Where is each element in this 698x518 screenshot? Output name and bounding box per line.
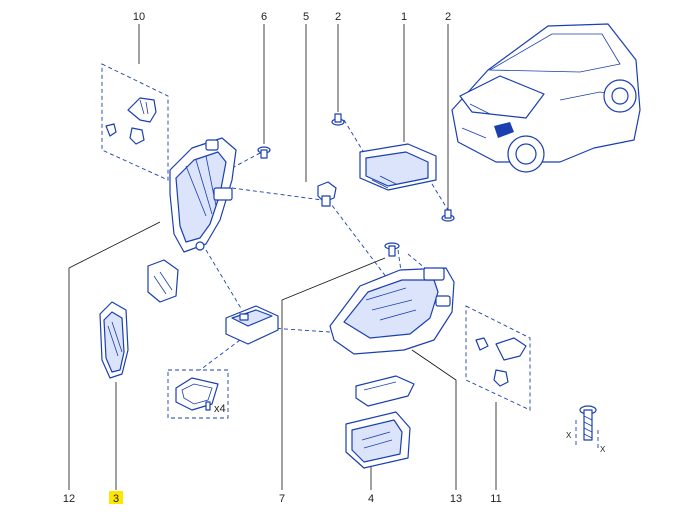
part-1-cover[interactable] bbox=[359, 143, 437, 191]
leader-12 bbox=[68, 221, 161, 490]
callout-3[interactable]: 3 bbox=[113, 493, 119, 505]
part-12-left-headlamp[interactable] bbox=[169, 137, 237, 253]
kit-11-frame bbox=[465, 305, 531, 411]
part-5-bulb-socket[interactable] bbox=[317, 181, 337, 207]
dash-a bbox=[231, 187, 323, 201]
part-7-screw[interactable] bbox=[384, 242, 400, 257]
axis-label-x2: X bbox=[600, 445, 606, 454]
assembly-dashed-lines bbox=[101, 63, 531, 411]
dash-e bbox=[269, 327, 331, 333]
callout-6[interactable]: 6 bbox=[261, 11, 267, 23]
part-11-bracket-kit[interactable] bbox=[475, 337, 527, 387]
part-2-clip-b[interactable] bbox=[441, 209, 455, 222]
gasket-kit-frame bbox=[167, 369, 229, 419]
callout-2-right[interactable]: 2 bbox=[445, 11, 451, 23]
part-2-clip-a[interactable] bbox=[331, 113, 345, 126]
callout-3-highlight bbox=[109, 491, 123, 504]
callout-12[interactable]: 12 bbox=[63, 493, 75, 505]
callout-numbers: 10 6 5 2 1 2 11 12 3 7 4 13 bbox=[63, 11, 502, 505]
callout-10[interactable]: 10 bbox=[133, 11, 145, 23]
callout-7[interactable]: 7 bbox=[279, 493, 285, 505]
axis-label-x1: X bbox=[566, 431, 572, 440]
callout-5[interactable]: 5 bbox=[303, 11, 309, 23]
part-3-lamp-module[interactable] bbox=[99, 301, 129, 379]
callout-13[interactable]: 13 bbox=[450, 493, 462, 505]
connector-module[interactable] bbox=[147, 259, 179, 303]
dash-k bbox=[407, 253, 433, 275]
callout-4[interactable]: 4 bbox=[368, 493, 374, 505]
screw-qty-label: x4 bbox=[214, 403, 226, 415]
callout-11[interactable]: 11 bbox=[490, 493, 501, 505]
vehicle-location-illustration bbox=[451, 23, 641, 173]
dash-b bbox=[231, 151, 263, 169]
gasket-kit[interactable] bbox=[167, 369, 229, 419]
leader-13 bbox=[411, 349, 457, 490]
callout-2[interactable]: 2 bbox=[335, 11, 341, 23]
part-6-screw[interactable] bbox=[257, 146, 271, 159]
part-10-bracket-kit[interactable] bbox=[105, 97, 157, 145]
control-module[interactable] bbox=[225, 305, 279, 345]
part-4-fog-lamp[interactable] bbox=[345, 411, 411, 469]
dash-c bbox=[327, 199, 391, 283]
kit-10-frame bbox=[101, 63, 169, 181]
dash-f bbox=[199, 339, 241, 371]
callout-leader-lines bbox=[68, 24, 497, 490]
dash-h bbox=[431, 183, 449, 211]
part-13-right-headlamp[interactable] bbox=[329, 267, 455, 355]
leader-7 bbox=[281, 257, 386, 490]
fastener-detail bbox=[575, 405, 599, 450]
callout-1[interactable]: 1 bbox=[401, 11, 407, 23]
fog-lamp-bracket[interactable] bbox=[355, 375, 415, 407]
dash-g bbox=[343, 119, 367, 157]
dash-d bbox=[205, 249, 243, 311]
